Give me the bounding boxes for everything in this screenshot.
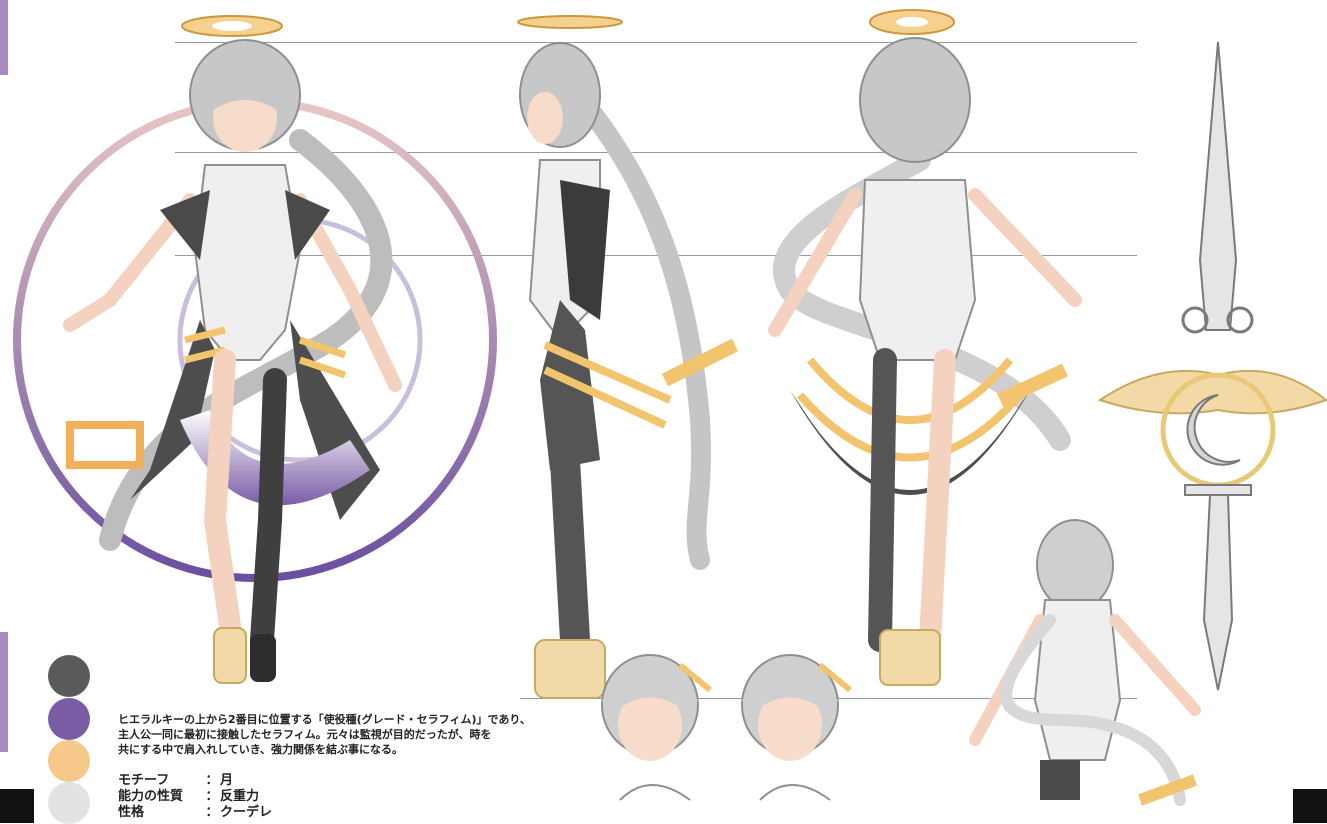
attribute-value: 反重力 [220, 789, 260, 804]
character-attributes: モチーフ ： 月 能力の性質 ： 反重力 性格 ： クーデレ [118, 773, 272, 821]
color-swatch-light-gray [48, 782, 90, 824]
closeup-back-figure [969, 519, 1201, 806]
color-swatch-dark-gray [48, 655, 90, 697]
color-swatch-gold [48, 740, 90, 782]
guide-line [175, 152, 1137, 153]
corner-mark-left [0, 789, 34, 823]
front-view-figure [63, 39, 402, 684]
description-line: 主人公一同に最初に接触したセラフィム。元々は監視が目的だったが、時を [118, 728, 492, 741]
sword-icon [1097, 41, 1327, 691]
attribute-row-ability: 能力の性質 ： 反重力 [118, 789, 272, 805]
attribute-value: 月 [220, 773, 234, 788]
halo-icon [181, 15, 283, 37]
description-line: ヒエラルキーの上から2番目に位置する「使役種(グレード・セラフィム)」であり、 [118, 713, 531, 726]
accent-bar-bottom [0, 632, 8, 752]
corner-mark-right [1293, 789, 1327, 823]
attribute-separator: ： [205, 789, 219, 804]
attribute-label: モチーフ [118, 773, 170, 788]
attribute-row-personality: 性格 ： クーデレ [118, 805, 272, 821]
color-swatch-purple [48, 698, 90, 740]
attribute-value: クーデレ [220, 805, 273, 820]
attribute-separator: ： [205, 773, 219, 788]
face-closeup-right [741, 654, 852, 801]
accent-bar-top [0, 0, 8, 75]
attribute-row-motif: モチーフ ： 月 [118, 773, 272, 789]
back-view-figure [768, 37, 1082, 686]
side-view-figure [519, 42, 739, 699]
halo-icon [869, 9, 955, 35]
attribute-label: 性格 [118, 805, 145, 820]
description-line: 共にする中で肩入れしていき、強力関係を結ぶ事になる。 [118, 743, 404, 756]
face-closeup-left [601, 654, 712, 801]
attribute-label: 能力の性質 [118, 789, 184, 804]
guide-line [175, 255, 1137, 256]
halo-icon [517, 15, 623, 29]
guide-line [175, 42, 1137, 43]
attribute-separator: ： [205, 805, 219, 820]
character-description: ヒエラルキーの上から2番目に位置する「使役種(グレード・セラフィム)」であり、 … [118, 712, 638, 757]
